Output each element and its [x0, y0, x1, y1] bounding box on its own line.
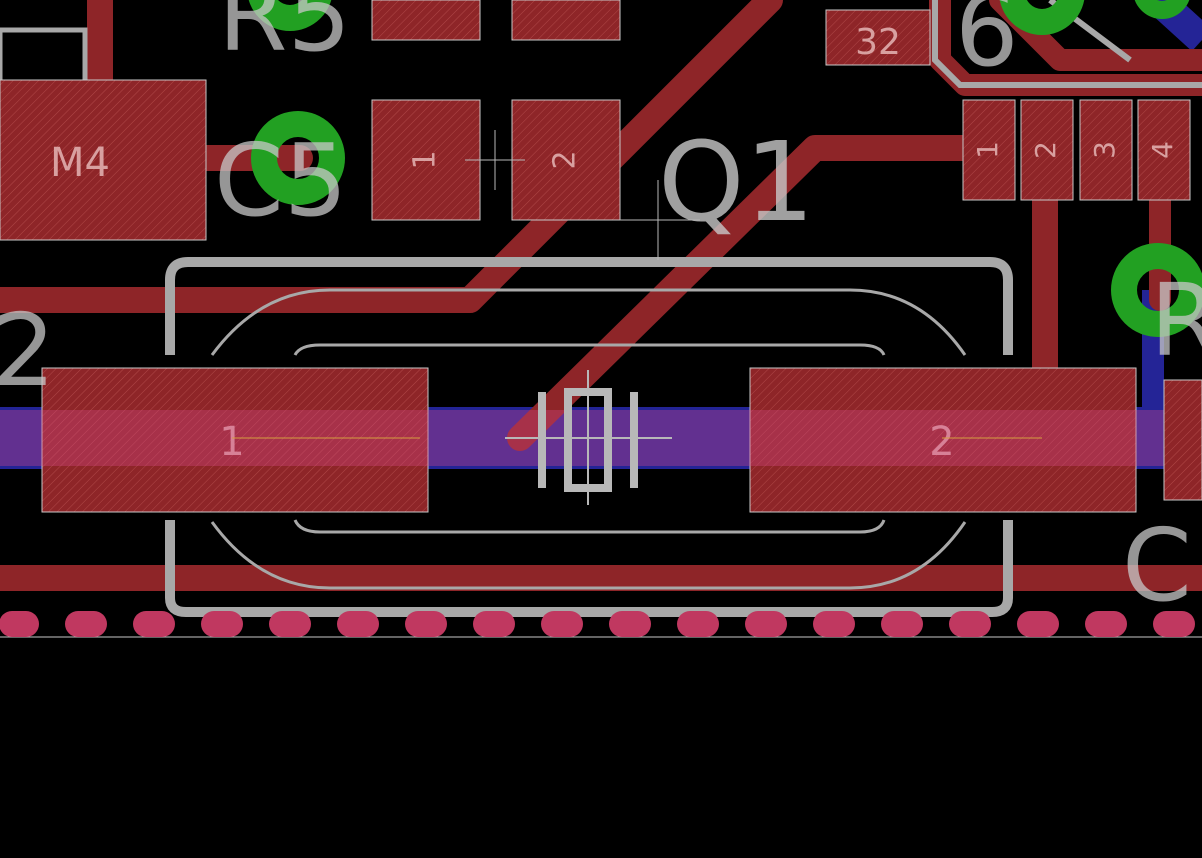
connector-pad-1[interactable]: 1	[962, 99, 1016, 201]
r5-pad-2[interactable]	[511, 0, 621, 41]
c5-pad-2[interactable]: 2	[511, 99, 621, 221]
label-six: 6	[955, 0, 1019, 89]
vias	[248, 0, 1202, 337]
connector-pad-3[interactable]: 3	[1079, 99, 1133, 201]
crystal-symbol-icon	[505, 370, 672, 505]
crystal-pad-2[interactable]: 2	[749, 367, 1137, 513]
via-ring-icon[interactable]	[999, 0, 1085, 35]
pad-number: 2	[1029, 141, 1062, 159]
c5-pad-1[interactable]: 1	[371, 99, 481, 221]
silkscreen-labels: R5 C5 Q1 R C 6 2	[0, 0, 1202, 624]
label-two: 2	[0, 292, 56, 409]
crosshair-icon	[232, 130, 1042, 439]
pad-number: 1	[408, 150, 443, 169]
connector-pads: 1 2 3 4	[962, 99, 1191, 201]
m4-label: M4	[50, 140, 110, 186]
crystal-pad-1[interactable]: 1	[41, 367, 429, 513]
via-ring-icon[interactable]	[1134, 0, 1190, 19]
connector-pad-4[interactable]: 4	[1137, 99, 1191, 201]
pad-number: 1	[971, 141, 1004, 159]
pad-32[interactable]: 32	[825, 9, 931, 66]
label-r5: R5	[218, 0, 351, 74]
m4-pad[interactable]: M4	[0, 79, 207, 241]
via-ring-icon[interactable]	[251, 111, 345, 205]
pad-number: 3	[1088, 141, 1121, 159]
via-ring-icon[interactable]	[248, 0, 332, 31]
edge-pad[interactable]	[1163, 379, 1202, 501]
pad-number: 1	[219, 419, 244, 465]
pad-number: 4	[1146, 141, 1179, 159]
connector-pad-2[interactable]: 2	[1020, 99, 1074, 201]
pad-number: 2	[548, 150, 583, 169]
pad-number: 32	[855, 22, 901, 63]
pad-number: 2	[929, 419, 954, 465]
r5-pad-1[interactable]	[371, 0, 481, 41]
label-q1: Q1	[658, 118, 815, 246]
label-c-right: C	[1122, 507, 1192, 624]
via-ring-icon[interactable]	[1111, 243, 1202, 337]
crystal-outline	[0, 0, 1202, 617]
label-c5: C5	[214, 122, 347, 239]
label-r-right: R	[1150, 262, 1202, 379]
